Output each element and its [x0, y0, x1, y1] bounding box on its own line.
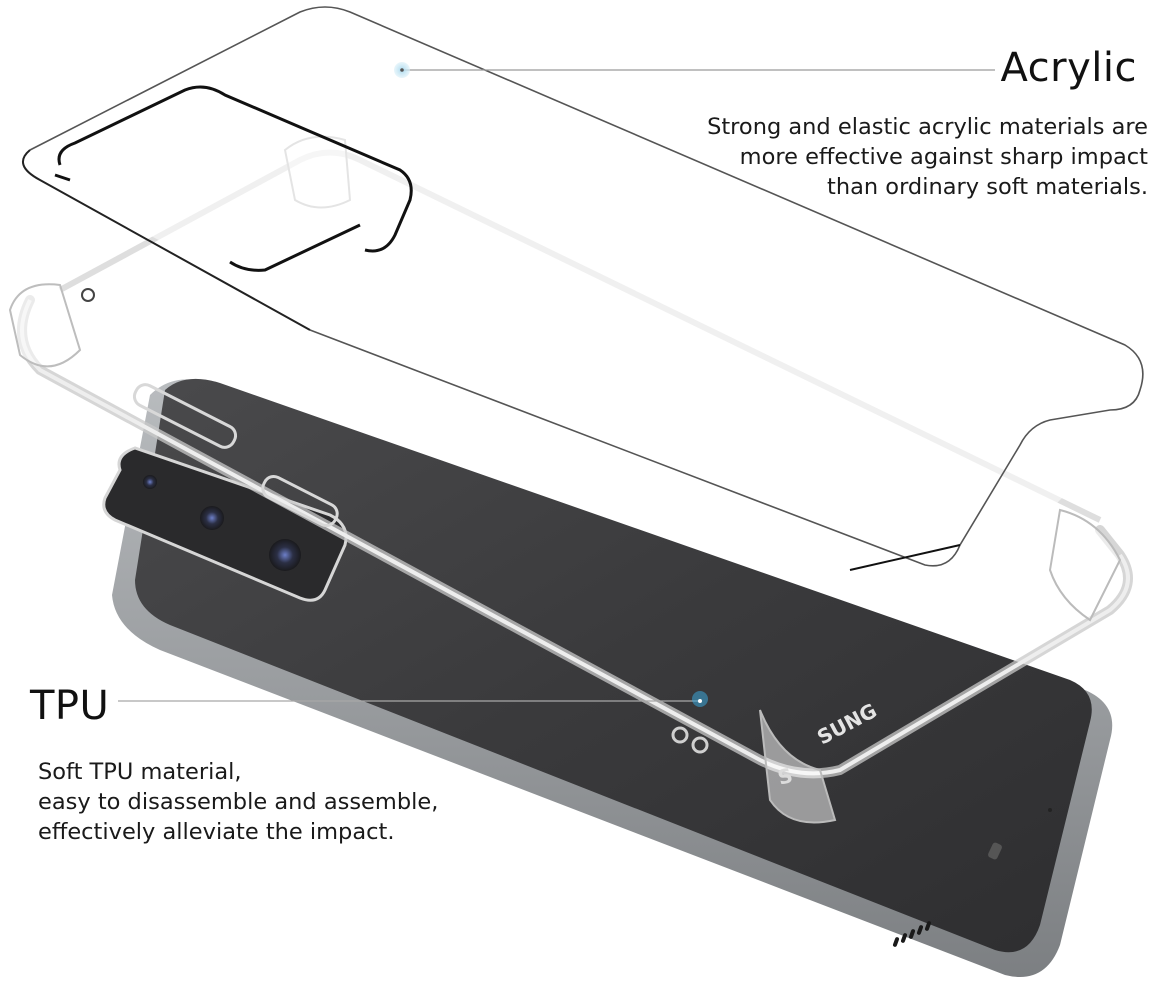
acrylic-callout-title: Acrylic — [1000, 45, 1137, 91]
tpu-callout-title: TPU — [30, 683, 110, 729]
camera-lens-icon — [200, 506, 224, 530]
usb-port — [988, 842, 1002, 860]
acrylic-leader — [394, 62, 995, 78]
speaker-grille — [892, 921, 932, 947]
acrylic-callout-description: Strong and elastic acrylic materials are… — [707, 114, 1148, 200]
acrylic-back-plate — [21, 6, 1151, 571]
tpu-leader — [118, 691, 708, 707]
brand-text-partial: S — [775, 763, 795, 790]
tpu-callout-description: Soft TPU material, easy to disassemble a… — [38, 759, 439, 845]
camera-lens-icon — [143, 475, 157, 489]
camera-module — [102, 446, 348, 602]
camera-lens-icon — [269, 539, 301, 571]
